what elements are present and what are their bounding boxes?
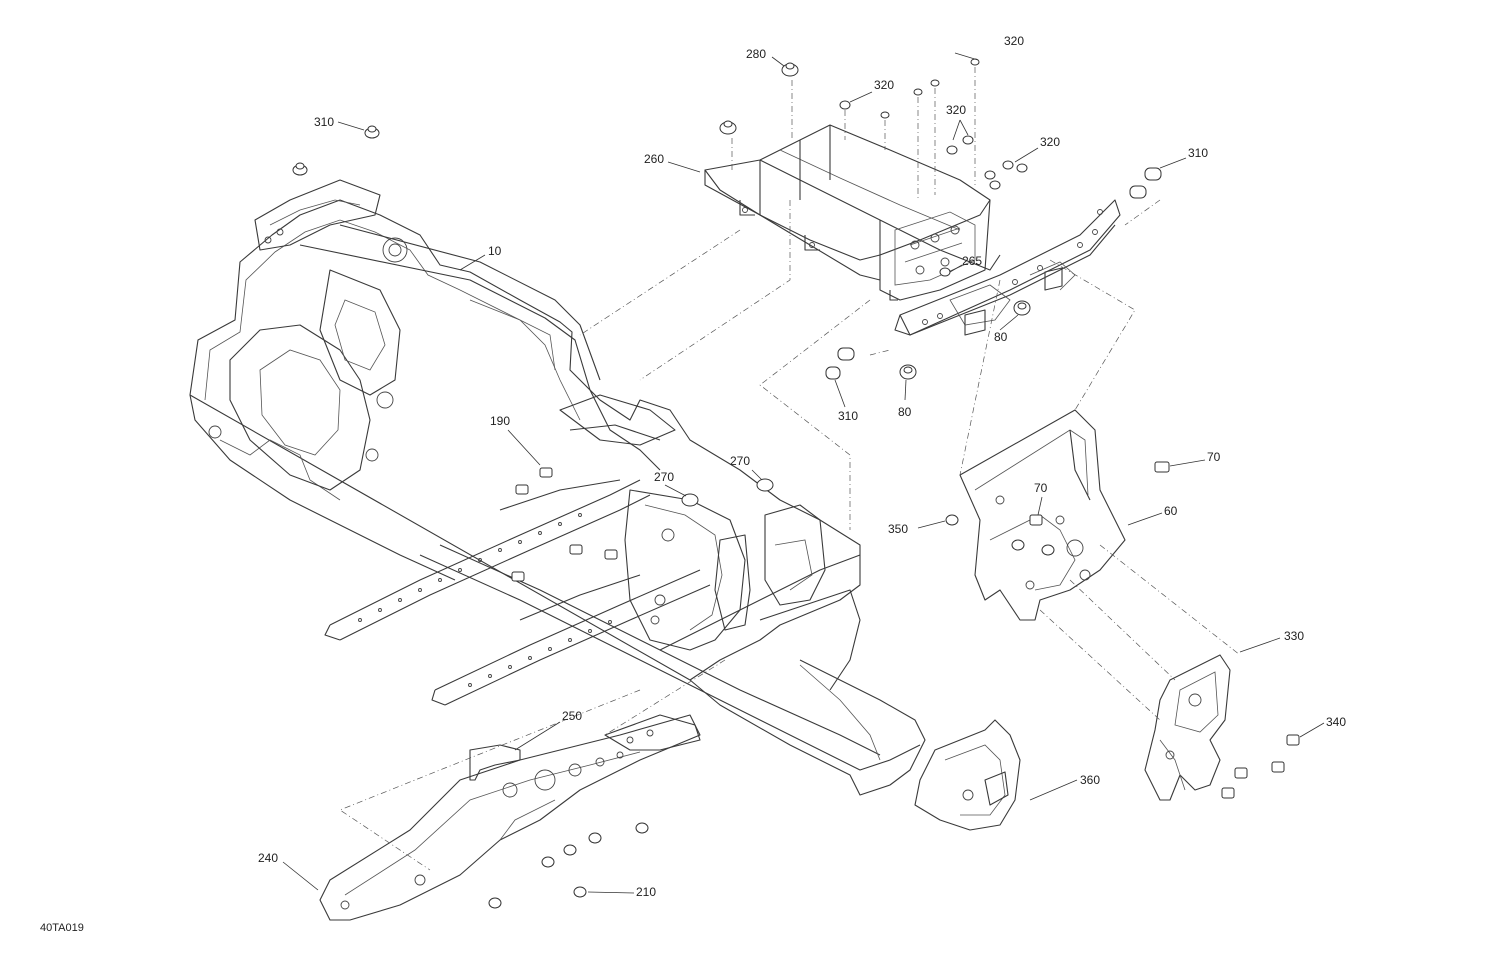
- callout-60: 60: [1164, 504, 1178, 518]
- bolt-icon: [1286, 734, 1300, 746]
- nut-icon: [984, 170, 996, 180]
- nut-icon: [989, 180, 1001, 190]
- nut-icon: [945, 514, 959, 526]
- bolt-icon: [511, 571, 525, 582]
- nut-icon: [880, 111, 890, 119]
- callout-320: 320: [946, 103, 966, 117]
- main-frame-part-10: [189, 179, 926, 796]
- bracket-part-60: [959, 409, 1126, 621]
- callout-210: 210: [636, 885, 656, 899]
- rear-frame-part-260: [704, 124, 1001, 301]
- assembly-centerlines: [339, 67, 1241, 871]
- nut-icon: [939, 267, 951, 277]
- bracket-part-250: [469, 714, 701, 781]
- nut-icon: [719, 120, 737, 135]
- callout-260: 260: [644, 152, 664, 166]
- bolt-icon: [1029, 514, 1043, 526]
- bolt-icon: [1154, 461, 1170, 473]
- bushing-icon: [825, 366, 841, 380]
- nut-icon: [899, 364, 917, 380]
- nut-icon: [1011, 539, 1025, 551]
- bolt-icon: [1221, 787, 1235, 799]
- callout-190: 190: [490, 414, 510, 428]
- bushing-icon: [1144, 167, 1162, 181]
- nut-icon: [913, 88, 923, 96]
- nut-icon: [1016, 163, 1028, 173]
- callout-270: 270: [730, 454, 750, 468]
- nut-icon: [1002, 160, 1014, 170]
- nut-icon: [573, 886, 587, 898]
- callout-270: 270: [654, 470, 674, 484]
- bushing-icon: [1129, 185, 1147, 199]
- nut-icon: [962, 135, 974, 145]
- callout-240: 240: [258, 851, 278, 865]
- nut-icon: [946, 145, 958, 155]
- nut-icon: [563, 844, 577, 856]
- bushing-icon: [837, 347, 855, 361]
- plate-part-330: [1144, 654, 1231, 801]
- nut-icon: [839, 100, 851, 110]
- callout-265: 265: [962, 254, 982, 268]
- leader-lines: [282, 52, 1325, 894]
- nut-icon: [681, 493, 699, 507]
- callout-80: 80: [898, 405, 912, 419]
- rear-cross-member: [894, 199, 1121, 336]
- nut-icon: [1041, 544, 1055, 556]
- bolt-icon: [1234, 767, 1248, 779]
- callout-320: 320: [874, 78, 894, 92]
- callout-280: 280: [746, 47, 766, 61]
- callout-360: 360: [1080, 773, 1100, 787]
- nut-icon: [364, 125, 380, 139]
- callout-310: 310: [1188, 146, 1208, 160]
- nut-icon: [541, 856, 555, 868]
- bolt-icon: [604, 549, 618, 560]
- callout-330: 330: [1284, 629, 1304, 643]
- callout-320: 320: [1004, 34, 1024, 48]
- nut-icon: [635, 822, 649, 834]
- nut-icon: [781, 62, 799, 77]
- callout-70: 70: [1034, 481, 1048, 495]
- callout-250: 250: [562, 709, 582, 723]
- callout-350: 350: [888, 522, 908, 536]
- drawing-code: 40TA019: [40, 922, 84, 934]
- nut-icon: [930, 79, 940, 87]
- callout-340: 340: [1326, 715, 1346, 729]
- callout-310: 310: [314, 115, 334, 129]
- bracket-part-360: [914, 719, 1021, 831]
- callout-80: 80: [994, 330, 1008, 344]
- callout-310: 310: [838, 409, 858, 423]
- nut-icon: [756, 478, 774, 492]
- callout-labels: 310 10 280 260 320 320 320 320 310 265 8…: [258, 34, 1346, 899]
- callout-10: 10: [488, 244, 502, 258]
- callout-70: 70: [1207, 450, 1221, 464]
- bolt-icon: [1271, 761, 1285, 773]
- callout-320: 320: [1040, 135, 1060, 149]
- nut-icon: [488, 897, 502, 909]
- bolt-icon: [569, 544, 583, 555]
- bolt-icon: [515, 484, 529, 495]
- bolt-icon: [539, 467, 553, 478]
- fasteners: [292, 58, 1300, 909]
- nut-icon: [588, 832, 602, 844]
- nut-icon: [1013, 300, 1031, 316]
- lower-arm-part-240: [319, 714, 701, 921]
- nut-icon: [292, 162, 308, 176]
